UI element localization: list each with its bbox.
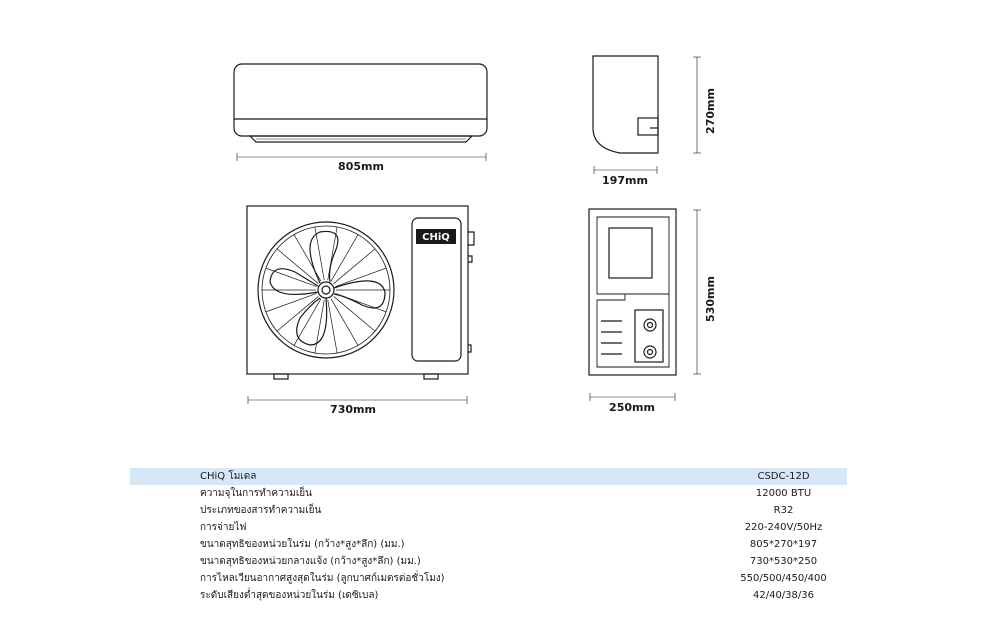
spec-table: CHiQ โมเดล CSDC-12D ความจุในการทำความเย็… — [130, 468, 847, 604]
spec-row: ขนาดสุทธิของหน่วยกลางแจ้ง (กว้าง*สูง*ลึก… — [130, 553, 847, 570]
grille-spoke — [265, 293, 317, 313]
spec-value: 42/40/38/36 — [752, 590, 814, 601]
spec-value: 730*530*250 — [749, 556, 818, 567]
chiq-logo: CHiQ — [416, 229, 456, 244]
dimension-line-outdoor-height — [693, 209, 701, 375]
dimension-line-outdoor-width — [247, 396, 468, 404]
spec-value: R32 — [773, 505, 794, 516]
spec-row: ประเภทของสารทำความเย็น R32 — [130, 502, 847, 519]
label-outdoor-width: 730mm — [330, 403, 376, 416]
grille-spoke — [333, 296, 376, 332]
grille-spoke — [330, 234, 359, 282]
spec-label: การจ่ายไฟ — [200, 522, 247, 533]
spec-label: ระดับเสียงต่ำสุดของหน่วยในร่ม (เดซิเบล) — [200, 590, 379, 601]
outdoor-unit-side — [588, 208, 677, 376]
label-outdoor-height: 530mm — [704, 276, 717, 322]
label-outdoor-depth: 250mm — [609, 401, 655, 414]
grille-spoke — [333, 248, 376, 284]
spec-header-label: CHiQ โมเดล — [200, 471, 257, 482]
dimension-line-outdoor-depth — [589, 393, 676, 401]
grille-spoke — [335, 267, 387, 287]
dimension-line-indoor-width — [236, 153, 487, 161]
technical-drawing: CHiQ 805mm 197mm 270mm 730mm 250mm 530mm — [233, 55, 717, 416]
grille-spoke — [330, 298, 359, 346]
grille-spoke — [276, 248, 319, 284]
grille-spoke — [276, 296, 319, 332]
spec-label: ความจุในการทำความเย็น — [200, 488, 312, 499]
label-indoor-width: 805mm — [338, 160, 384, 173]
dimension-line-indoor-height — [693, 56, 701, 154]
label-indoor-height: 270mm — [704, 88, 717, 134]
spec-row: ระดับเสียงต่ำสุดของหน่วยในร่ม (เดซิเบล) … — [130, 587, 847, 604]
spec-header-value: CSDC-12D — [757, 471, 810, 482]
indoor-unit-side — [592, 55, 659, 154]
chiq-logo-text: CHiQ — [422, 232, 450, 243]
fan-blades — [269, 230, 386, 346]
grille-spoke — [314, 299, 325, 354]
dimension-line-indoor-depth — [593, 166, 658, 174]
fan-grille — [257, 221, 395, 359]
label-indoor-depth: 197mm — [602, 174, 648, 187]
spec-row: ขนาดสุทธิของหน่วยในร่ม (กว้าง*สูง*ลึก) (… — [130, 536, 847, 553]
spec-value: 12000 BTU — [755, 488, 812, 499]
spec-row: การไหลเวียนอากาศสูงสุดในร่ม (ลูกบาศก์เมต… — [130, 570, 847, 587]
spec-label: ขนาดสุทธิของหน่วยกลางแจ้ง (กว้าง*สูง*ลึก… — [200, 556, 421, 567]
grille-spoke — [314, 226, 325, 281]
spec-label: ประเภทของสารทำความเย็น — [200, 505, 322, 516]
spec-value: 220-240V/50Hz — [744, 522, 823, 533]
spec-label: การไหลเวียนอากาศสูงสุดในร่ม (ลูกบาศก์เมต… — [200, 573, 445, 584]
spec-value: 550/500/450/400 — [740, 573, 827, 584]
indoor-unit-front — [233, 63, 488, 143]
grille-spoke — [327, 299, 338, 354]
outdoor-unit-front — [246, 205, 475, 380]
spec-row: การจ่ายไฟ 220-240V/50Hz — [130, 519, 847, 536]
spec-value: 805*270*197 — [749, 539, 818, 550]
spec-row: ความจุในการทำความเย็น 12000 BTU — [130, 485, 847, 502]
spec-header-row: CHiQ โมเดล CSDC-12D — [130, 468, 847, 485]
spec-label: ขนาดสุทธิของหน่วยในร่ม (กว้าง*สูง*ลึก) (… — [200, 539, 405, 550]
